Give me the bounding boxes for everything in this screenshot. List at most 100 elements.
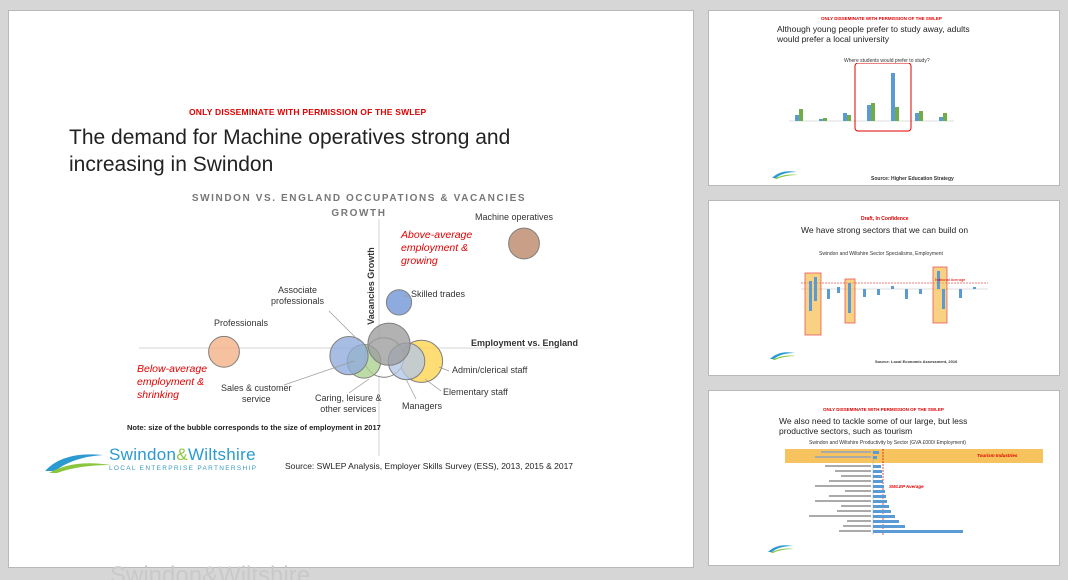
thumb-1-bar: [895, 107, 899, 121]
thumb-2-bar: [814, 277, 817, 301]
thumb-3-highlight-label: Tourism Industries: [977, 453, 1018, 458]
thumb-2-logo-icon: [770, 352, 796, 360]
thumb-1-bar: [843, 113, 847, 121]
thumb-2-title: We have strong sectors that we can build…: [801, 225, 969, 235]
thumb-2-permission-note: Draft, In Confidence: [861, 216, 909, 222]
permission-note: ONLY DISSEMINATE WITH PERMISSION OF THE …: [189, 107, 427, 117]
thumb-3-bar: [873, 475, 882, 478]
quadrant-top-right-label: Above-average employment & growing: [401, 229, 472, 268]
thumb-3-row-label: [815, 500, 871, 502]
thumb-1-title-line-1: Although young people prefer to study aw…: [777, 24, 970, 34]
y-axis-label: Vacancies Growth: [365, 247, 376, 325]
slide-thumbnail-2[interactable]: Draft, In Confidence We have strong sect…: [708, 200, 1060, 376]
thumb-3-row-label: [825, 465, 871, 467]
slide-title: The demand for Machine operatives strong…: [69, 124, 629, 178]
thumb-3-bar: [873, 485, 884, 488]
thumb-1-chart-title: Where students would prefer to study?: [844, 58, 930, 64]
label-professionals: Professionals: [214, 318, 269, 328]
thumb-3-row-label: [809, 515, 871, 517]
quadrant-bottom-left-line-3: shrinking: [137, 389, 180, 401]
slide-title-line-1: The demand for Machine operatives strong…: [69, 126, 511, 149]
source-citation: Source: SWLEP Analysis, Employer Skills …: [285, 461, 574, 471]
thumb-1-bar-chart: [789, 63, 954, 132]
thumb-2-bar: [863, 289, 866, 297]
slide-thumbnail-3[interactable]: ONLY DISSEMINATE WITH PERMISSION OF THE …: [708, 390, 1060, 566]
thumb-3-bar: [873, 490, 885, 493]
label-sales-customer-service: Sales & customer service: [221, 383, 292, 405]
thumb-2-bar-chart: [801, 266, 988, 336]
thumb-3-bar: [873, 520, 899, 523]
thumb-1-logo-icon: [772, 171, 798, 179]
thumb-1-title: Although young people prefer to study aw…: [777, 24, 970, 44]
thumb-1-bar: [799, 109, 803, 121]
logo-swoosh-icon: [45, 454, 111, 473]
thumb-3-row-label: [845, 490, 871, 492]
thumb-3-average-label: SWLEP Average: [889, 484, 924, 489]
thumb-3-row-label: [847, 520, 871, 522]
thumb-2-annotation: National Average: [935, 277, 966, 282]
thumb-3-bar: [873, 456, 877, 459]
thumb-1-highlight: [854, 63, 912, 132]
label-admin-clerical: Admin/clerical staff: [452, 365, 528, 375]
thumb-3-bar: [873, 451, 879, 454]
label-caring-line-1: Caring, leisure &: [315, 393, 382, 403]
thumb-1-bar: [939, 117, 943, 121]
thumb-2-bar: [848, 283, 851, 313]
thumb-1-bar: [823, 118, 827, 121]
label-managers: Managers: [402, 401, 443, 411]
background-watermark: Swindon&Wiltshire: [110, 562, 311, 580]
thumb-2-bar: [937, 271, 940, 289]
label-associate-line-1: Associate: [278, 285, 318, 295]
thumb-1-permission-note: ONLY DISSEMINATE WITH PERMISSION OF THE …: [821, 16, 942, 21]
thumb-2-highlight: [804, 272, 822, 336]
thumb-1-bar: [847, 115, 851, 121]
thumb-3-title-line-1: We also need to tackle some of our large…: [779, 416, 968, 426]
label-machine-operatives: Machine operatives: [475, 212, 554, 222]
thumb-3-title-line-2: productive sectors, such as tourism: [779, 426, 913, 436]
quadrant-bottom-left-line-2: employment &: [137, 376, 205, 388]
thumb-1-bar: [891, 73, 895, 121]
x-axis-label: Employment vs. England: [471, 338, 579, 348]
thumb-1-bar: [819, 119, 823, 121]
thumb-2-bar: [809, 281, 812, 311]
thumb-2-bar: [891, 286, 894, 289]
slide-thumbnail-1[interactable]: ONLY DISSEMINATE WITH PERMISSION OF THE …: [708, 10, 1060, 186]
label-associate-professionals: Associate professionals: [271, 285, 324, 307]
thumb-3-row-label: [839, 530, 871, 532]
bubble-sales-customer-service: [329, 336, 369, 376]
label-caring-leisure: Caring, leisure & other services: [315, 393, 382, 415]
thumb-3-bar: [873, 505, 889, 508]
thumb-3-row-label: [815, 456, 871, 458]
label-skilled-trades: Skilled trades: [411, 289, 466, 299]
thumb-2-bar: [877, 289, 880, 295]
thumb-1-title-line-2: would prefer a local university: [777, 34, 889, 44]
bubble-professionals: [208, 335, 240, 368]
thumb-3-row-label: [837, 510, 871, 512]
bubble-skilled-trades: [385, 289, 413, 316]
label-associate-line-2: professionals: [271, 296, 325, 306]
thumb-1-source: Source: Higher Education Strategy: [871, 176, 954, 182]
thumb-1-bar: [867, 105, 871, 121]
thumb-3-row-label: [841, 475, 871, 477]
thumb-3-bar: [873, 530, 963, 533]
thumb-3-title: We also need to tackle some of our large…: [779, 416, 967, 436]
main-slide[interactable]: ONLY DISSEMINATE WITH PERMISSION OF THE …: [8, 10, 694, 568]
chart-title: SWINDON VS. ENGLAND OCCUPATIONS & VACANC…: [159, 191, 559, 221]
thumb-3-row-label: [821, 451, 871, 453]
bubble-machine-operatives: [508, 227, 540, 260]
thumb-3-bar: [873, 500, 887, 503]
thumb-1-bar: [943, 113, 947, 121]
thumb-2-bar: [919, 289, 922, 294]
thumb-3-row-label: [829, 480, 871, 482]
quadrant-top-right-line-3: growing: [401, 255, 438, 267]
chart-title-line-2: GROWTH: [331, 208, 387, 219]
chart-title-line-1: SWINDON VS. ENGLAND OCCUPATIONS & VACANC…: [191, 193, 527, 204]
thumb-3-row-label: [841, 505, 871, 507]
thumb-2-chart-title: Swindon and Wiltshire Sector Specialisms…: [819, 251, 943, 257]
thumb-2-bar: [837, 287, 840, 293]
thumb-3-bar: [873, 510, 891, 513]
label-sales-line-2: service: [242, 394, 271, 404]
thumb-3-row-label: [843, 525, 871, 527]
thumb-3-bar: [873, 470, 882, 473]
thumb-1-bar: [915, 113, 919, 121]
